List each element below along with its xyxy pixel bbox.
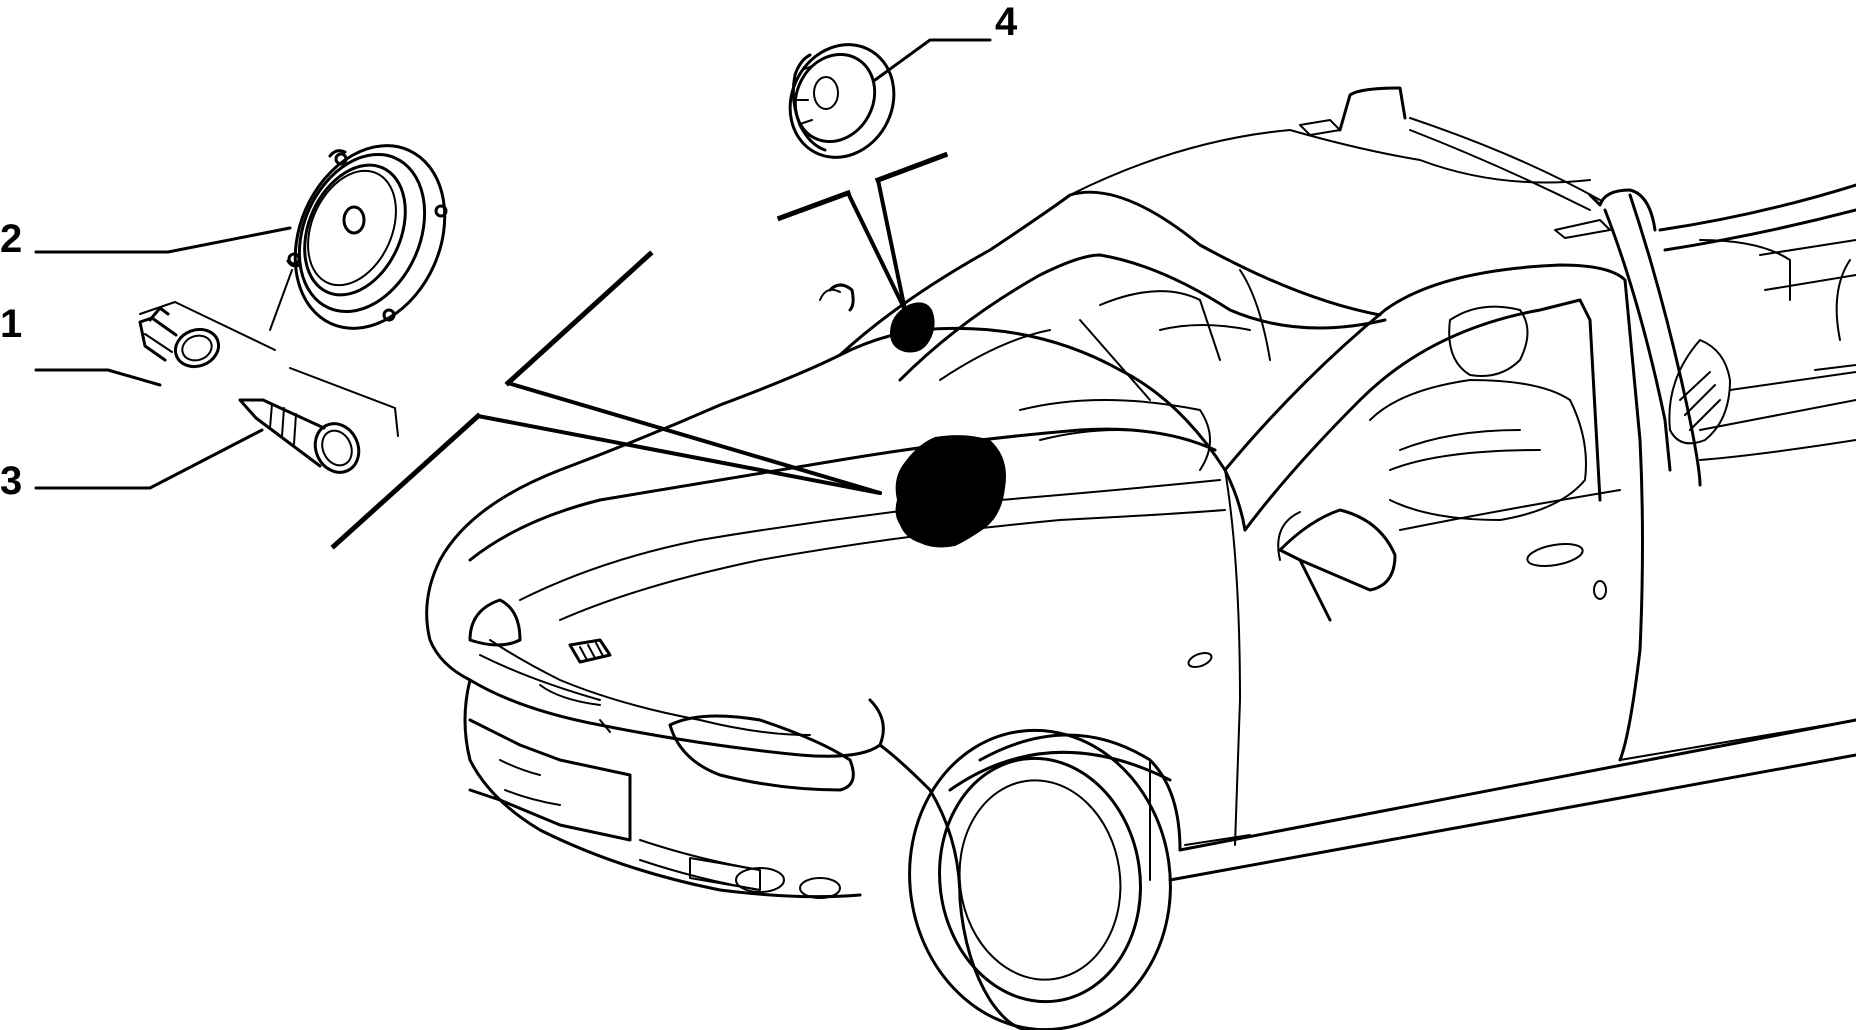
clip-icon — [138, 306, 221, 369]
callout-1: 1 — [0, 302, 22, 346]
tweeter-icon — [788, 43, 896, 159]
leader-4 — [873, 38, 992, 82]
install-markers — [890, 302, 1006, 548]
pillar-tweeter-location-icon — [890, 302, 935, 353]
dashboard-leader — [330, 250, 882, 550]
tweeter-leader — [776, 151, 949, 312]
callout-4: 4 — [995, 0, 1018, 44]
callout-2: 2 — [0, 217, 22, 261]
callout-group: 1 2 3 4 — [0, 0, 1018, 503]
assembly-lines — [139, 269, 399, 437]
leader-1 — [34, 368, 162, 387]
speaker-ring-icon — [286, 144, 448, 330]
callout-leaders — [34, 38, 992, 490]
callout-3: 3 — [0, 459, 22, 503]
grille-badge-icon — [568, 638, 612, 664]
screw-icon — [238, 398, 361, 474]
leader-3 — [34, 428, 264, 490]
dashboard-speaker-location-icon — [895, 435, 1006, 548]
pickup-truck-outline-icon — [425, 86, 1856, 1030]
leader-2 — [34, 226, 292, 254]
